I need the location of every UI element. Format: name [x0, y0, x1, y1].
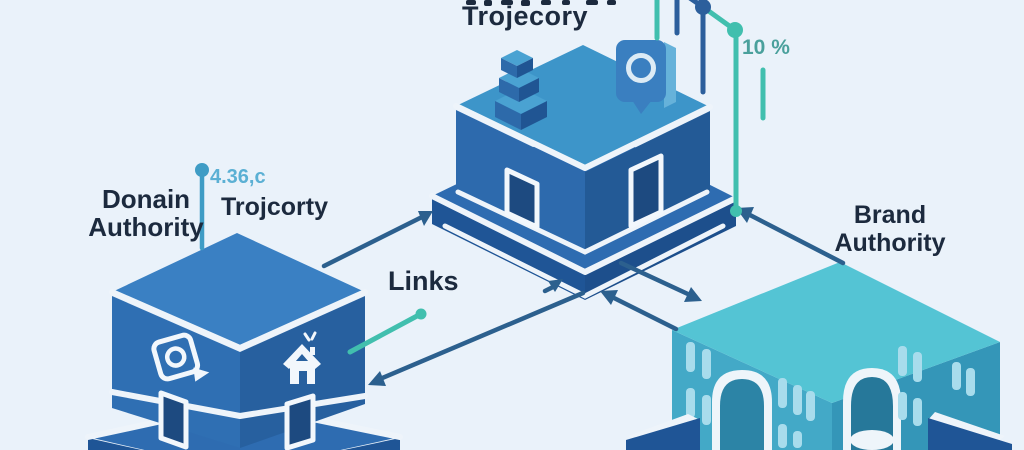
- left-node-title-line1: Donain: [101, 184, 191, 214]
- edge-label-links: Links: [388, 266, 459, 296]
- links-hub-building: [429, 40, 739, 300]
- arch-door-right: [843, 368, 901, 450]
- signboard-ring-icon: [626, 53, 656, 83]
- right-node-title: Brand Authority: [828, 201, 952, 257]
- arrow-right-to-center: [600, 290, 679, 332]
- center-door-right: [628, 153, 664, 229]
- chimney-stack: [495, 50, 547, 130]
- arrow-center-to-left: [368, 290, 586, 386]
- house-icon: [283, 331, 321, 384]
- left-metric-value: 4.36,c: [210, 166, 266, 188]
- left-node-title-line2: Authority: [88, 212, 204, 242]
- domain-authority-building: [85, 233, 403, 450]
- brand-authority-building: [626, 262, 1012, 450]
- signboard: [616, 40, 676, 114]
- clipped-text-fragments: [466, 0, 616, 6]
- top-building-label: Trojecory: [461, 1, 589, 31]
- arrow-stub-up-right: [542, 279, 563, 294]
- top-metric-value: 10 %: [742, 36, 790, 59]
- right-node-title-line1: Brand: [853, 201, 927, 229]
- left-node-title: Donain Authority: [84, 185, 208, 241]
- left-window-a: [158, 390, 189, 450]
- arch-door-left: [712, 370, 772, 450]
- left-metric-lollipop: [195, 163, 209, 251]
- arrow-left-to-center: [321, 211, 433, 269]
- left-window-b: [284, 393, 316, 450]
- center-door-left: [504, 167, 540, 230]
- right-node-title-line2: Authority: [834, 229, 946, 257]
- teal-link-line: [347, 308, 427, 355]
- magnifier-icon: [151, 332, 210, 382]
- right-platform: [626, 412, 1012, 450]
- arrow-center-to-right: [618, 260, 702, 302]
- trend-line-dots: [654, 0, 766, 217]
- left-metric-label: Trojcorty: [221, 193, 328, 221]
- window-slits: [686, 342, 975, 448]
